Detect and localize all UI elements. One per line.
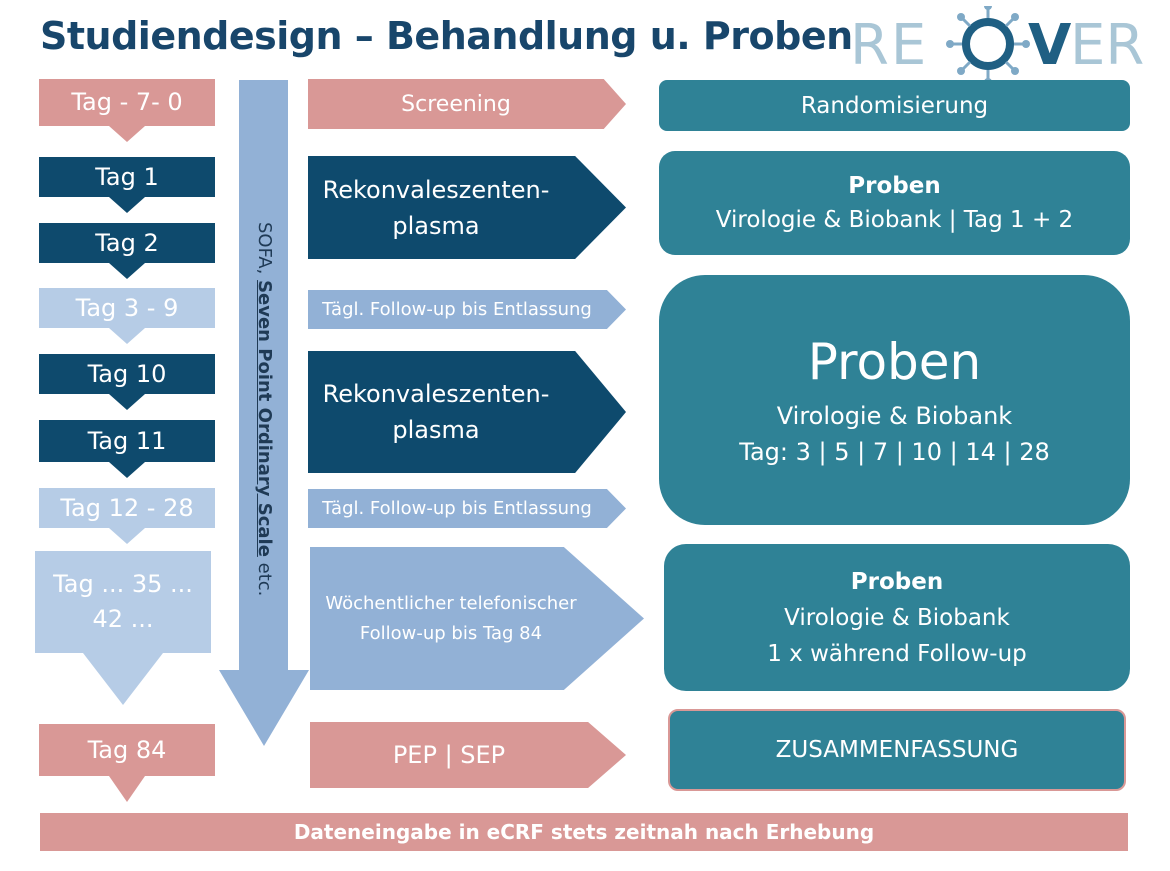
down-arrow [109,462,145,478]
step-pep-label: PEP | SEP [392,741,506,769]
day-box-12-28: Tag 12 - 28 [39,488,215,528]
svg-text:ER: ER [1070,13,1144,78]
box-proben-3-sub: Virologie & Biobank [784,604,1010,631]
down-arrow [109,126,145,142]
box-zusammenfassung: ZUSAMMENFASSUNG [668,709,1126,791]
day-box-3-9: Tag 3 - 9 [39,288,215,328]
day-box-screening: Tag - 7- 0 [39,79,215,126]
down-arrow [109,528,145,544]
step-plasma-1: Rekonvaleszenten-plasma [308,156,626,259]
box-proben-1-title: Proben [848,173,941,199]
box-randomisierung-label: Randomisierung [800,92,989,119]
footer-label: Dateneingabe in eCRF stets zeitnah nach … [293,820,875,844]
day-box-84: Tag 84 [39,724,215,776]
step-screening: Screening [308,79,626,129]
sofa-label: SOFA, Seven Point Ordinary Scale etc. [249,222,279,596]
sofa-prefix: SOFA, [254,222,275,281]
box-proben-2-sub: Virologie & Biobank [776,402,1013,430]
step-followup-2: Tägl. Follow-up bis Entlassung [308,489,626,528]
step-pep-sep: PEP | SEP [310,722,626,788]
step-followup-1-label: Tägl. Follow-up bis Entlassung [322,299,592,320]
box-proben-1-sub: Virologie & Biobank | Tag 1 + 2 [715,207,1074,233]
svg-text:RE: RE [850,13,928,78]
sofa-arrow-head [219,670,309,746]
down-arrow [109,263,145,279]
step-weekly-label: Wöchentlicher telefonischer Follow-up bi… [325,592,577,644]
recover-logo: RE V ER [848,6,1148,82]
step-followup-1: Tägl. Follow-up bis Entlassung [308,290,626,329]
footer-bar: Dateneingabe in eCRF stets zeitnah nach … [40,813,1128,851]
page-title: Studiendesign – Behandlung u. Proben [40,14,853,58]
step-plasma-2: Rekonvaleszenten-plasma [308,351,626,473]
sofa-emphasis: Seven Point Ordinary Scale [254,280,275,557]
down-arrow [109,394,145,410]
box-proben-3: Proben Virologie & Biobank 1 x während F… [664,544,1130,691]
day-box-10: Tag 10 [39,354,215,394]
box-proben-3-title: Proben [850,568,944,595]
down-arrow [109,328,145,344]
down-arrow-large [83,653,163,705]
box-proben-2: Proben Virologie & Biobank Tag: 3 | 5 | … [659,275,1130,525]
step-followup-2-label: Tägl. Follow-up bis Entlassung [322,498,592,519]
box-randomisierung: Randomisierung [659,80,1130,131]
step-screening-label: Screening [401,91,511,117]
day-box-2: Tag 2 [39,223,215,263]
box-zusammenfassung-label: ZUSAMMENFASSUNG [775,737,1019,763]
box-proben-3-line: 1 x während Follow-up [767,640,1027,667]
down-arrow [109,197,145,213]
box-proben-1: Proben Virologie & Biobank | Tag 1 + 2 [659,151,1130,255]
down-arrow [109,776,145,802]
step-plasma-2-label: Rekonvaleszenten-plasma [322,380,550,444]
sofa-arrow-shaft [239,80,288,670]
day-box-1: Tag 1 [39,157,215,197]
box-proben-2-days: Tag: 3 | 5 | 7 | 10 | 14 | 28 [739,438,1050,466]
sofa-suffix: etc. [254,556,275,597]
step-plasma-1-label: Rekonvaleszenten-plasma [322,175,550,240]
svg-text:V: V [1028,13,1072,78]
virus-icon: RE V ER [850,6,1144,82]
day-box-followup: Tag ... 35 ... 42 ... [35,551,211,653]
box-proben-2-title: Proben [807,333,982,391]
day-box-11: Tag 11 [39,420,215,462]
step-weekly-followup: Wöchentlicher telefonischer Follow-up bi… [310,547,644,690]
